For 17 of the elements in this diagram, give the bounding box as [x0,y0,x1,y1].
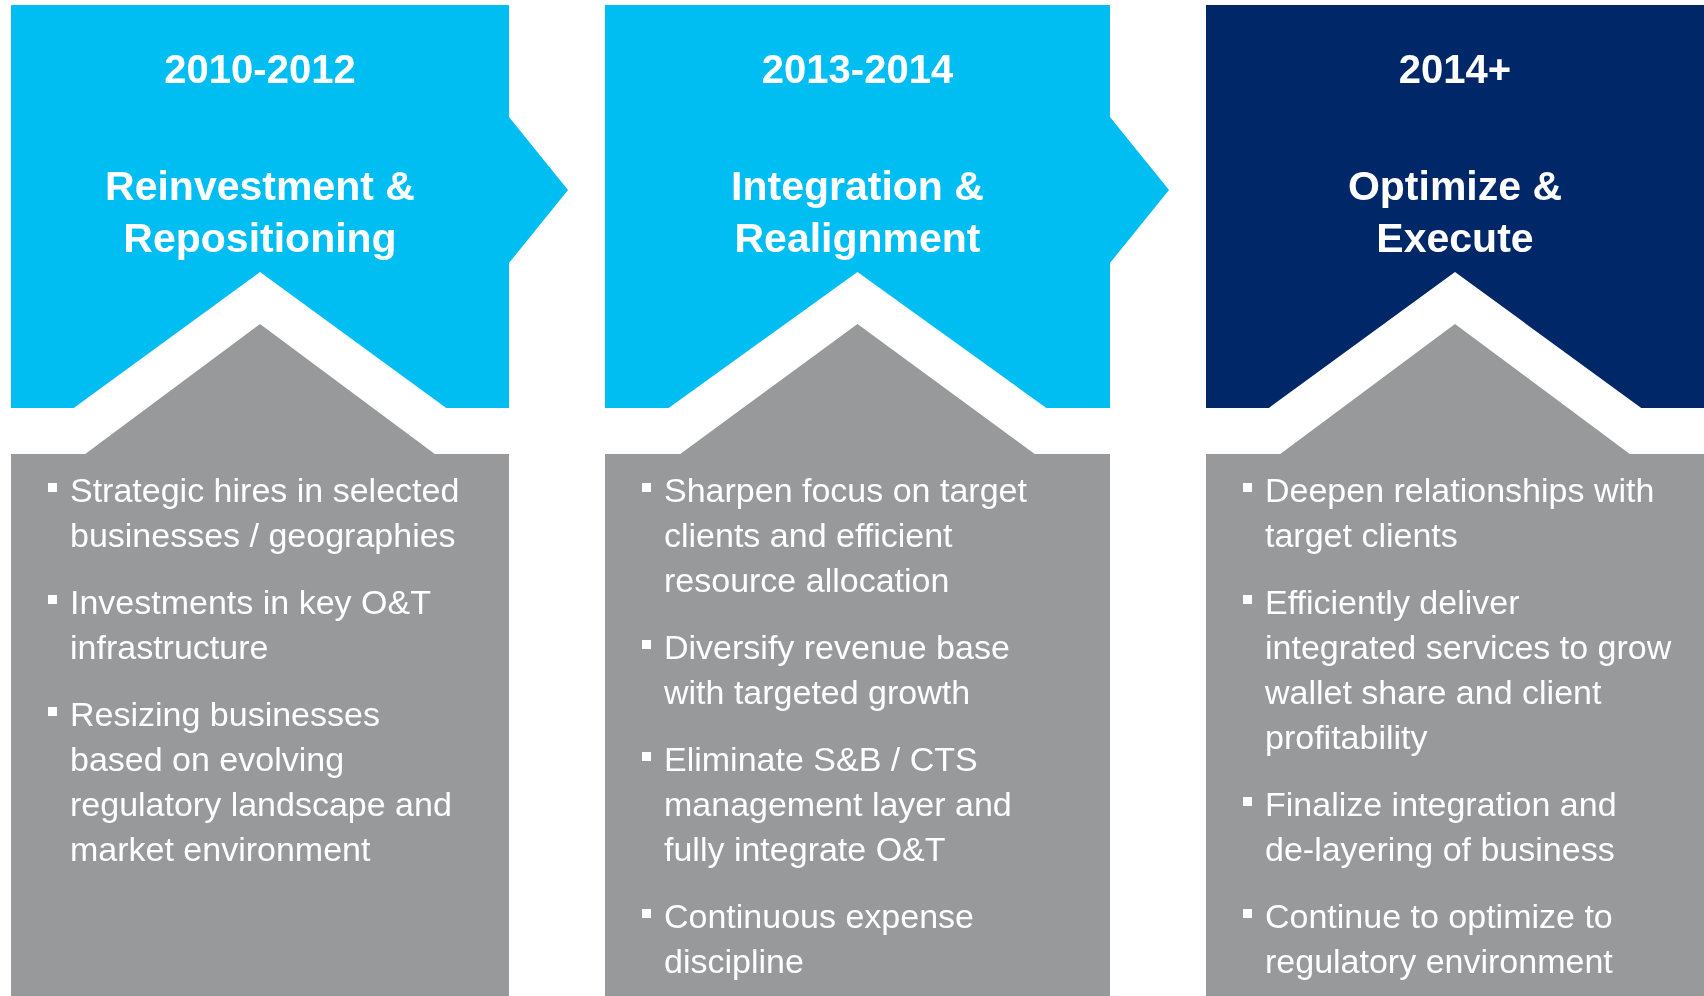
bullet-text: Resizing businesses based on evolving regulatory landscape and market environment [70,694,453,870]
bullet-text: Eliminate S&B / CTS management layer and fully integrate O&T [664,739,1013,870]
bullet-text: Diversify revenue base with targeted growth [664,627,1011,713]
bullet-text: Investments in key O&T infrastructure [70,582,432,668]
bullet-text: Efficiently deliver integrated services to grow wallet share and client profitability [1265,582,1673,758]
phase-title: Integration & Realignment [730,162,985,263]
year-heading: 2014+ [1397,46,1513,93]
bullet-text: Deepen relationships with target clients [1265,470,1656,556]
bullet-text: Continue to optimize to regulatory environment [1265,896,1614,982]
phase-title: Reinvestment & Repositioning [104,162,416,263]
bullet-text: Strategic hires in selected businesses / geographies [70,470,461,556]
bullet-text: Sharpen focus on target clients and efficient resource allocation [664,470,1028,601]
bullet-text: Finalize integration and de-layering of business [1265,784,1618,870]
year-heading: 2010-2012 [163,46,357,93]
phase-title: Optimize & Execute [1346,162,1564,263]
bullet-text: Continuous expense discipline [664,896,975,982]
year-heading: 2013-2014 [760,46,955,93]
